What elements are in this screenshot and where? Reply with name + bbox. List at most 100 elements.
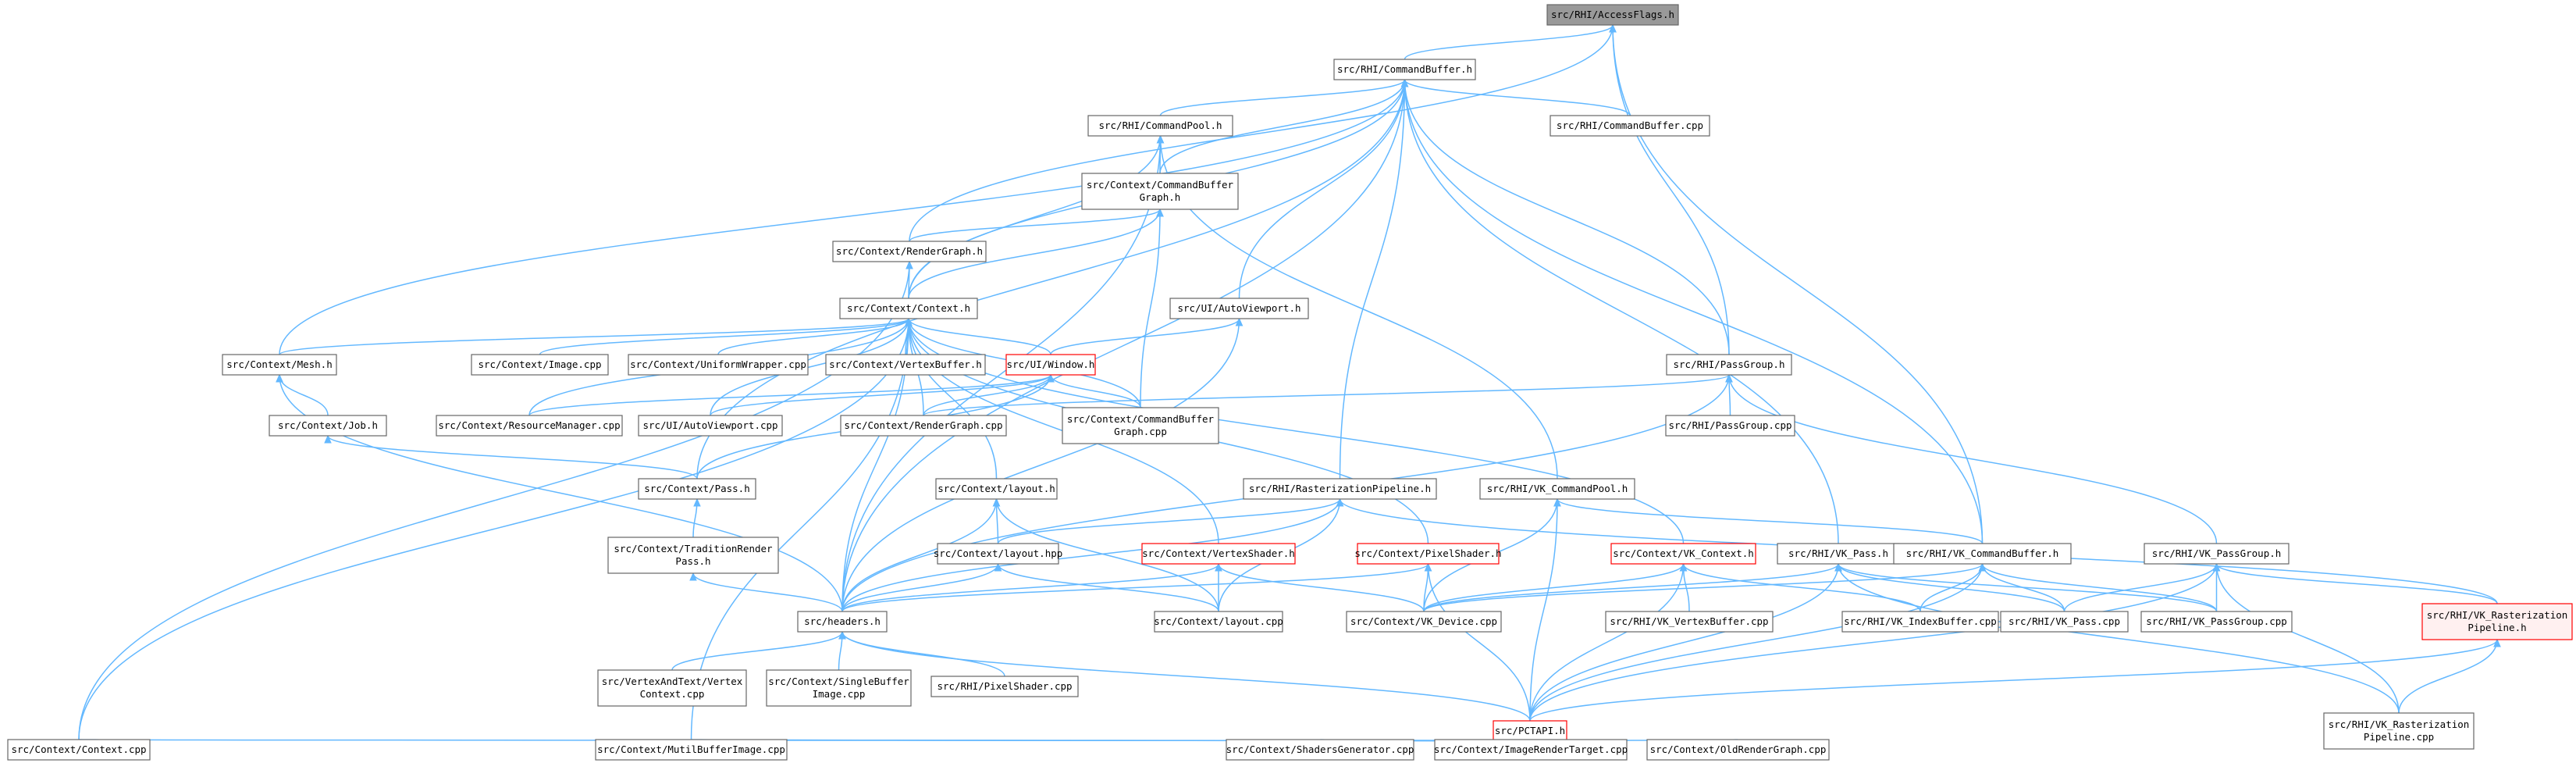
node-commandbuffer-cpp[interactable]: src/RHI/CommandBuffer.cpp <box>1550 115 1710 137</box>
node-box <box>930 676 1079 697</box>
node-pass-h[interactable]: src/Context/Pass.h <box>638 478 756 500</box>
node-vk-pass-cpp[interactable]: src/RHI/VK_Pass.cpp <box>2000 611 2129 633</box>
node-uniformwrapper-cpp[interactable]: src/Context/UniformWrapper.cpp <box>628 354 809 376</box>
node-passgroup-h[interactable]: src/RHI/PassGroup.h <box>1666 354 1792 376</box>
node-vk-pass-h[interactable]: src/RHI/VK_Pass.h <box>1777 543 1900 565</box>
node-box <box>832 241 987 262</box>
node-job-h[interactable]: src/Context/Job.h <box>269 415 387 437</box>
node-label: src/UI/Window.h <box>1007 358 1095 370</box>
node-label: src/Context/Pass.h <box>644 483 749 494</box>
node-box <box>471 354 609 376</box>
edge-pctapi_h-to-vk_rasterpipeline_h <box>1529 639 2498 722</box>
node-box <box>1346 611 1502 633</box>
node-vertexbuffer-h[interactable]: src/Context/VertexBuffer.h <box>825 354 986 376</box>
edge-arrowhead <box>1609 23 1617 33</box>
node-box <box>1005 354 1096 376</box>
node-imagerendertarget-cpp[interactable]: src/Context/ImageRenderTarget.cpp <box>1434 739 1628 761</box>
node-label: Pipeline.cpp <box>2364 731 2434 743</box>
edge-arrowhead <box>1336 497 1344 507</box>
node-vk-vertexbuffer-cpp[interactable]: src/RHI/VK_VertexBuffer.cpp <box>1605 611 1774 633</box>
node-context-h[interactable]: src/Context/Context.h <box>839 298 978 319</box>
node-box <box>2323 712 2475 750</box>
edge-ctx_cmdbufgraph_h-to-commandbuffer_h <box>1159 79 1406 174</box>
node-window-h[interactable]: src/UI/Window.h <box>1005 354 1096 376</box>
edge-arrowhead <box>1679 562 1688 572</box>
node-box <box>1062 407 1219 444</box>
node-box <box>937 543 1059 565</box>
edge-vk_context_h-to-context_h <box>908 318 1685 544</box>
node-vk-passgroup-h[interactable]: src/RHI/VK_PassGroup.h <box>2144 543 2290 565</box>
node-oldrendergraph-cpp[interactable]: src/Context/OldRenderGraph.cpp <box>1646 739 1830 761</box>
node-label: src/Context/VertexBuffer.h <box>829 358 982 370</box>
node-rasterpipeline-h[interactable]: src/RHI/RasterizationPipeline.h <box>1243 478 1437 500</box>
edge-ctx_cmdbufgraph_cpp-to-window_h <box>1050 374 1141 408</box>
node-vk-context-h[interactable]: src/Context/VK_Context.h <box>1610 543 1756 565</box>
node-box <box>597 669 747 707</box>
node-box <box>825 354 986 376</box>
node-box <box>2144 543 2290 565</box>
node-label: src/Context/ShadersGenerator.cpp <box>1226 743 1414 755</box>
edge-job_h-to-mesh_h <box>279 374 329 416</box>
edge-arrowhead <box>2493 638 2501 647</box>
edge-vk_passgroup_cpp-to-vk_pass_h <box>1838 563 2218 612</box>
edge-pctapi_h-to-vk_commandpool_h <box>1529 498 1558 722</box>
node-label: src/RHI/VK_Rasterization <box>2427 609 2568 621</box>
edge-commandbuffer_h-to-accessflags <box>1404 24 1614 60</box>
node-context-cpp[interactable]: src/Context/Context.cpp <box>7 739 151 761</box>
node-vk-commandpool-h[interactable]: src/RHI/VK_CommandPool.h <box>1479 478 1635 500</box>
node-label: src/headers.h <box>804 615 881 627</box>
node-mesh-h[interactable]: src/Context/Mesh.h <box>222 354 337 376</box>
node-image-cpp[interactable]: src/Context/Image.cpp <box>471 354 609 376</box>
edge-headers_h-to-traditionrender_h <box>692 572 843 612</box>
node-vertexshader-h[interactable]: src/Context/VertexShader.h <box>1141 543 1296 565</box>
node-headers-h[interactable]: src/headers.h <box>797 611 888 633</box>
node-autoviewport-cpp[interactable]: src/UI/AutoViewport.cpp <box>638 415 783 437</box>
node-box <box>1333 59 1476 80</box>
edge-vk_passgroup_h-to-passgroup_h <box>1728 374 2218 544</box>
node-vk-device-cpp[interactable]: src/Context/VK_Device.cpp <box>1346 611 1502 633</box>
node-multibuffer-cpp[interactable]: src/Context/MutilBufferImage.cpp <box>595 739 788 761</box>
node-layout-h[interactable]: src/Context/layout.h <box>935 478 1058 500</box>
node-vk-rasterpipeline-h[interactable]: src/RHI/VK_RasterizationPipeline.h <box>2421 603 2573 640</box>
node-rendergraph-cpp[interactable]: src/Context/RenderGraph.cpp <box>840 415 1007 437</box>
node-commandbuffer-h[interactable]: src/RHI/CommandBuffer.h <box>1333 59 1476 80</box>
node-vk-rasterpipeline-cpp[interactable]: src/RHI/VK_RasterizationPipeline.cpp <box>2323 712 2475 750</box>
node-layout-cpp[interactable]: src/Context/layout.cpp <box>1154 611 1283 633</box>
node-rendergraph-h[interactable]: src/Context/RenderGraph.h <box>832 241 987 262</box>
node-label: src/RHI/VK_CommandBuffer.h <box>1906 547 2059 559</box>
node-shadersgen-cpp[interactable]: src/Context/ShadersGenerator.cpp <box>1226 739 1414 761</box>
edge-arrowhead <box>1725 373 1733 383</box>
node-box <box>1141 543 1296 565</box>
node-label: src/Context/RenderGraph.h <box>836 245 983 257</box>
node-box <box>638 415 783 437</box>
edge-arrowhead <box>838 630 846 640</box>
edge-vk_device_cpp-to-vk_context_h <box>1423 563 1685 612</box>
node-autoviewport-h[interactable]: src/UI/AutoViewport.h <box>1169 298 1309 319</box>
node-pixelshader-h[interactable]: src/Context/PixelShader.h <box>1354 543 1502 565</box>
edge-vk_rasterpipeline_cpp-to-vk_rasterpipeline_h <box>2398 639 2498 714</box>
node-accessflags[interactable]: src/RHI/AccessFlags.h <box>1546 4 1679 26</box>
node-vk-commandbuffer-h[interactable]: src/RHI/VK_CommandBuffer.h <box>1893 543 2072 565</box>
node-label: src/RHI/VK_CommandPool.h <box>1487 483 1628 494</box>
edge-vk_rasterpipeline_h-to-vk_passgroup_h <box>2215 563 2498 604</box>
edge-rasterpipeline_h-to-commandbuffer_h <box>1339 79 1406 480</box>
node-passgroup-cpp[interactable]: src/RHI/PassGroup.cpp <box>1665 415 1795 437</box>
node-resourcemanager-cpp[interactable]: src/Context/ResourceManager.cpp <box>436 415 623 437</box>
node-commandpool-h[interactable]: src/RHI/CommandPool.h <box>1087 115 1233 137</box>
edge-headers_h-to-rasterpipeline_h <box>841 498 1341 612</box>
edge-commandbuffer_cpp-to-commandbuffer_h <box>1404 79 1631 116</box>
node-vk-indexbuffer-cpp[interactable]: src/RHI/VK_IndexBuffer.cpp <box>1841 611 1999 633</box>
node-label: src/Context/UniformWrapper.cpp <box>630 358 806 370</box>
edge-pctapi_h-to-vk_commandbuffer_h <box>1529 563 1984 722</box>
node-layout-hpp[interactable]: src/Context/layout.hpp <box>934 543 1063 565</box>
node-box <box>1550 115 1710 137</box>
node-rhi-pixelshader-cpp[interactable]: src/RHI/PixelShader.cpp <box>930 676 1079 697</box>
edges-layer <box>78 23 2501 743</box>
node-vk-passgroup-cpp[interactable]: src/RHI/VK_PassGroup.cpp <box>2140 611 2293 633</box>
node-pctapi-h[interactable]: src/PCTAPI.h <box>1493 720 1567 742</box>
